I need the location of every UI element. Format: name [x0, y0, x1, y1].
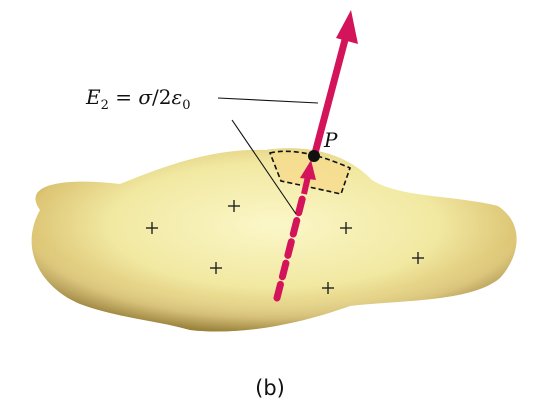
leader-line-to-dashed — [231, 119, 297, 215]
plus-sign — [340, 222, 352, 234]
plus-sign — [228, 200, 240, 212]
point-p-label: P — [323, 128, 338, 152]
plus-sign — [146, 222, 158, 234]
plus-sign — [210, 262, 222, 274]
point-p-dot — [308, 150, 320, 162]
leader-line-to-arrow — [217, 97, 319, 104]
figure-caption: (b) — [255, 376, 285, 400]
plus-sign — [412, 252, 424, 264]
plus-charges — [146, 200, 424, 294]
inner-arrow-head — [300, 160, 316, 180]
field-equation-label: E2 = σ/2ε0 — [85, 85, 191, 113]
field-arrow-shaft — [310, 35, 350, 158]
field-arrow-head — [336, 10, 358, 44]
plus-sign — [322, 282, 334, 294]
field-line-below-dashed — [273, 188, 308, 302]
surface-rim-shade — [31, 148, 517, 332]
